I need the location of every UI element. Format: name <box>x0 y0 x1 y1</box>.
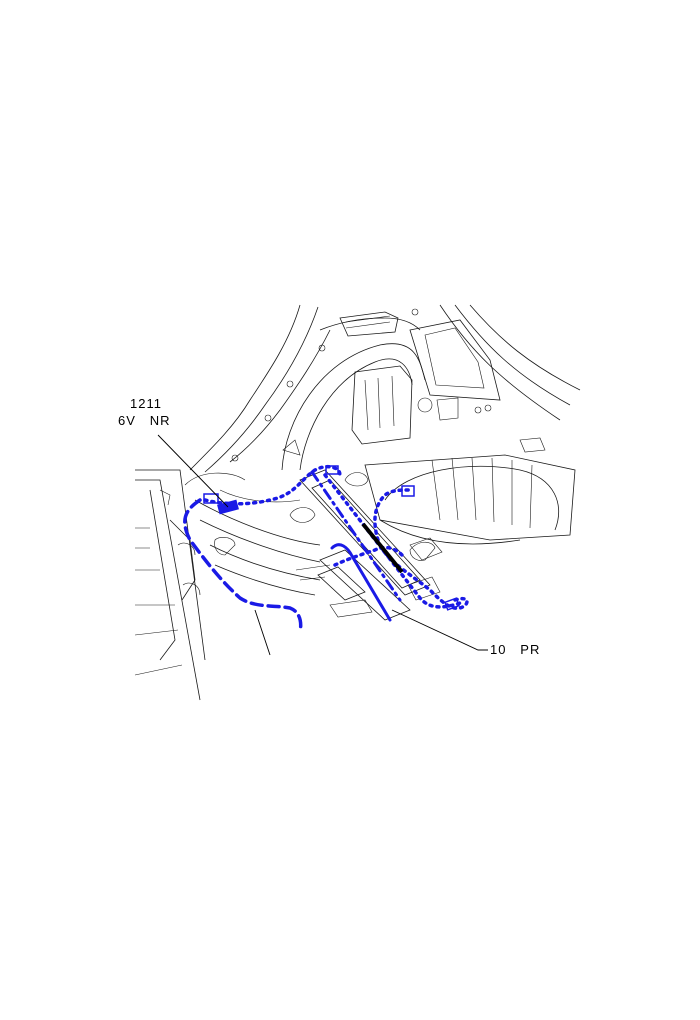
callout-connector-code: 1211 <box>130 396 162 411</box>
connector-small-end <box>444 597 460 611</box>
connector-small-right <box>401 485 415 497</box>
leader-lines <box>157 434 488 656</box>
highlight-bar <box>361 522 404 574</box>
harness-rail-dotted <box>323 473 462 609</box>
vehicle-body-outline <box>134 304 581 701</box>
connector-left-box <box>203 493 219 504</box>
callout-10pr: 10 PR <box>490 642 541 657</box>
harness-left-dashed <box>183 498 303 634</box>
callout-connector-spec: 6V NR <box>118 413 171 428</box>
harness-solid-branch <box>330 543 392 622</box>
harness-cross-dotted <box>333 545 404 567</box>
connector-small-top <box>325 465 339 475</box>
wiring-harness <box>183 465 469 634</box>
harness-dash-dot <box>310 470 402 602</box>
